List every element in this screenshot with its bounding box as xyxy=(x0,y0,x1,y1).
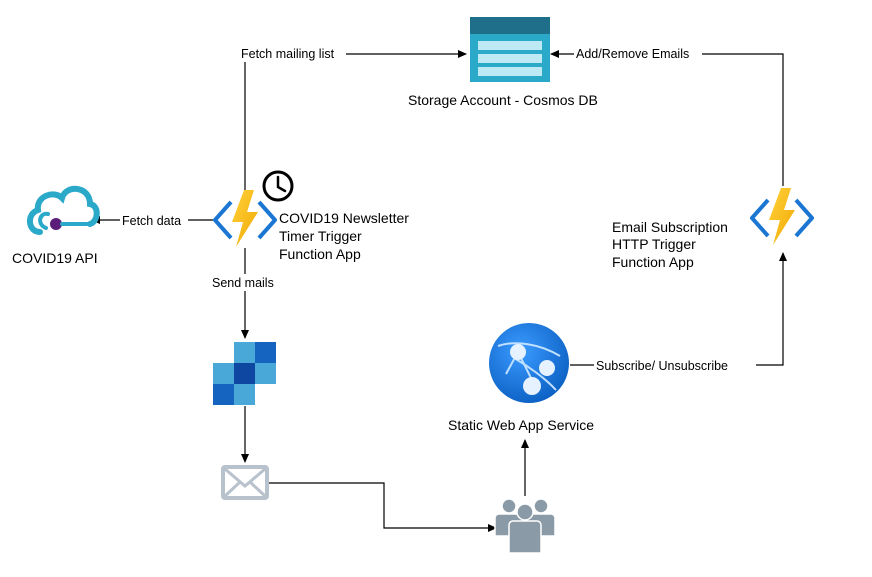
newsletter-line-3: Function App xyxy=(279,246,361,262)
edge-email-to-users xyxy=(269,482,497,532)
edge-add-remove-emails xyxy=(550,50,784,186)
function-app-icon xyxy=(750,188,814,245)
communication-services-icon xyxy=(213,342,276,405)
cloud-api-icon xyxy=(27,186,100,235)
edge-fetch-mailing-list xyxy=(244,50,467,190)
function-app-icon xyxy=(213,190,277,247)
subscription-function-label: Email Subscription HTTP Trigger Function… xyxy=(612,219,728,270)
newsletter-line-1: COVID19 Newsletter xyxy=(279,210,409,226)
envelope-icon xyxy=(221,465,269,500)
newsletter-function-label: COVID19 Newsletter Timer Trigger Functio… xyxy=(279,210,409,262)
label-fetch-data: Fetch data xyxy=(122,214,181,228)
label-subscribe-unsubscribe: Subscribe/ Unsubscribe xyxy=(596,359,728,373)
storage-account-icon xyxy=(470,17,550,82)
newsletter-line-2: Timer Trigger xyxy=(279,228,362,244)
static-web-app-icon xyxy=(489,323,569,403)
label-fetch-mailing-list: Fetch mailing list xyxy=(241,47,335,61)
connectors xyxy=(91,50,787,532)
subscription-line-1: Email Subscription xyxy=(612,219,728,235)
covid-api-label: COVID19 API xyxy=(12,250,98,266)
subscription-line-2: HTTP Trigger xyxy=(612,236,696,252)
static-web-app-label: Static Web App Service xyxy=(448,417,594,433)
edge-labels: Fetch mailing list Add/Remove Emails Fet… xyxy=(120,45,756,374)
label-add-remove-emails: Add/Remove Emails xyxy=(576,47,689,61)
subscription-line-3: Function App xyxy=(612,254,694,270)
label-send-mails: Send mails xyxy=(212,276,274,290)
clock-icon xyxy=(262,170,294,202)
storage-account-label: Storage Account - Cosmos DB xyxy=(408,92,598,108)
users-group-icon xyxy=(494,498,556,554)
